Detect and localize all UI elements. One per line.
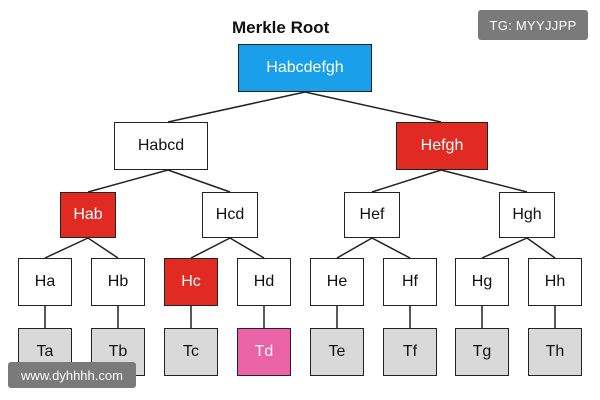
node-hef: Hef: [344, 192, 400, 238]
edge-hab-ha: [44, 237, 89, 259]
node-hd: Hd: [237, 258, 291, 306]
edge-hgh-hh: [526, 237, 556, 259]
diagram-title: Merkle Root: [232, 18, 330, 37]
merkle-root-node: Habcdefgh: [238, 44, 372, 92]
node-ha: Ha: [18, 258, 72, 306]
telegram-watermark: TG: MYYJJPP: [478, 10, 588, 40]
edge-hefgh-hef: [371, 169, 442, 193]
edge-hgh-hg: [481, 237, 528, 259]
site-watermark: www.dyhhhh.com: [8, 362, 136, 388]
edge-hcd-hd: [229, 237, 265, 259]
edge-habcd-hab: [87, 169, 169, 193]
edge-habcd-hcd: [167, 169, 231, 193]
edge-hefgh-hgh: [440, 169, 528, 193]
transaction-tc: Tc: [164, 328, 218, 376]
node-hab: Hab: [60, 192, 116, 238]
node-hg: Hg: [455, 258, 509, 306]
transaction-td: Td: [237, 328, 291, 376]
edge-root-hefgh: [304, 91, 442, 123]
node-hb: Hb: [91, 258, 145, 306]
node-he: He: [310, 258, 364, 306]
node-hh: Hh: [528, 258, 582, 306]
transaction-tf: Tf: [383, 328, 437, 376]
node-hf: Hf: [383, 258, 437, 306]
edge-hef-hf: [371, 237, 411, 259]
node-hc: Hc: [164, 258, 218, 306]
node-hgh: Hgh: [499, 192, 555, 238]
edge-hcd-hc: [190, 237, 231, 259]
node-hcd: Hcd: [202, 192, 258, 238]
edge-root-habcd: [167, 91, 306, 123]
node-habcd: Habcd: [114, 122, 208, 170]
transaction-th: Th: [528, 328, 582, 376]
node-hefgh: Hefgh: [396, 122, 488, 170]
transaction-tg: Tg: [455, 328, 509, 376]
edge-hef-he: [336, 237, 373, 259]
edge-hab-hb: [87, 237, 119, 259]
transaction-te: Te: [310, 328, 364, 376]
